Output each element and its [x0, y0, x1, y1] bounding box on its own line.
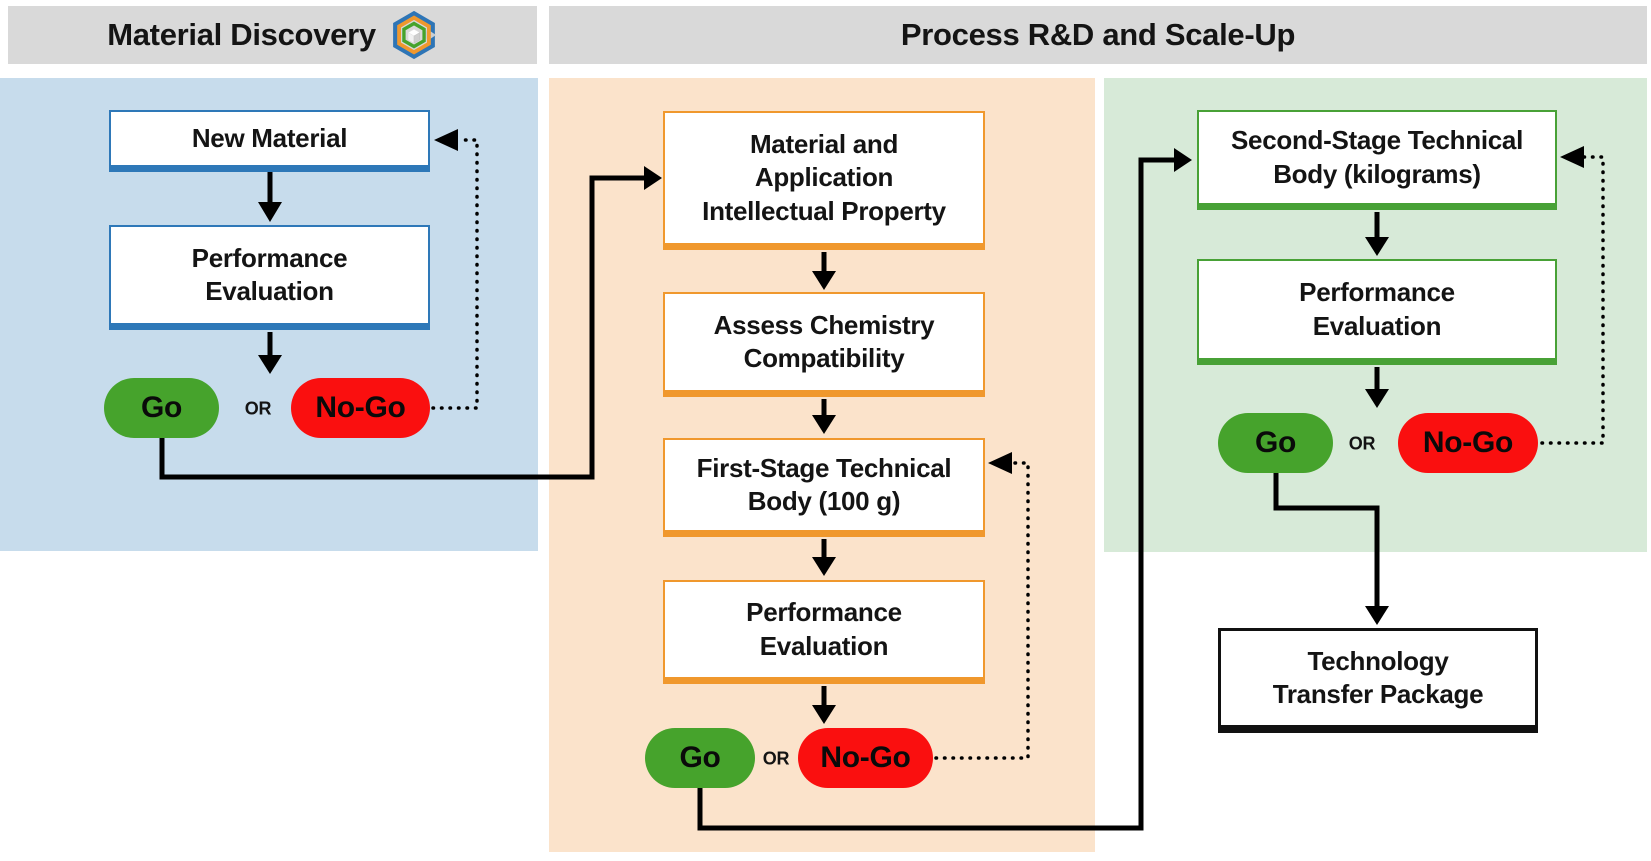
nogo-pill-scaleup: No-Go [1398, 413, 1538, 473]
nogo-pill-discovery: No-Go [291, 378, 430, 438]
box-technology-transfer-package: Technology Transfer Package [1218, 628, 1538, 733]
or-label-scaleup: OR [1348, 433, 1376, 454]
box-second-stage-technical-body: Second-Stage Technical Body (kilograms) [1197, 110, 1557, 210]
hexagon-cube-logo-icon [390, 11, 438, 59]
header-material-discovery: Material Discovery [8, 6, 537, 64]
go-pill-discovery: Go [104, 378, 219, 438]
box-new-material: New Material [109, 110, 430, 172]
box-assess-chemistry: Assess Chemistry Compatibility [663, 292, 985, 397]
go-pill-scaleup: Go [1218, 413, 1333, 473]
box-performance-evaluation-discovery: Performance Evaluation [109, 225, 430, 330]
header-material-discovery-label: Material Discovery [107, 17, 376, 52]
box-material-application-ip: Material and Application Intellectual Pr… [663, 111, 985, 250]
box-first-stage-technical-body: First-Stage Technical Body (100 g) [663, 438, 985, 537]
nogo-pill-process: No-Go [798, 728, 933, 788]
go-pill-process: Go [645, 728, 755, 788]
or-label-discovery: OR [244, 398, 272, 419]
or-label-process: OR [762, 748, 790, 769]
box-performance-evaluation-process: Performance Evaluation [663, 580, 985, 684]
header-process-rd-scaleup-label: Process R&D and Scale-Up [900, 17, 1296, 52]
box-performance-evaluation-scaleup: Performance Evaluation [1197, 259, 1557, 365]
header-process-rd-scaleup: Process R&D and Scale-Up [549, 6, 1647, 64]
